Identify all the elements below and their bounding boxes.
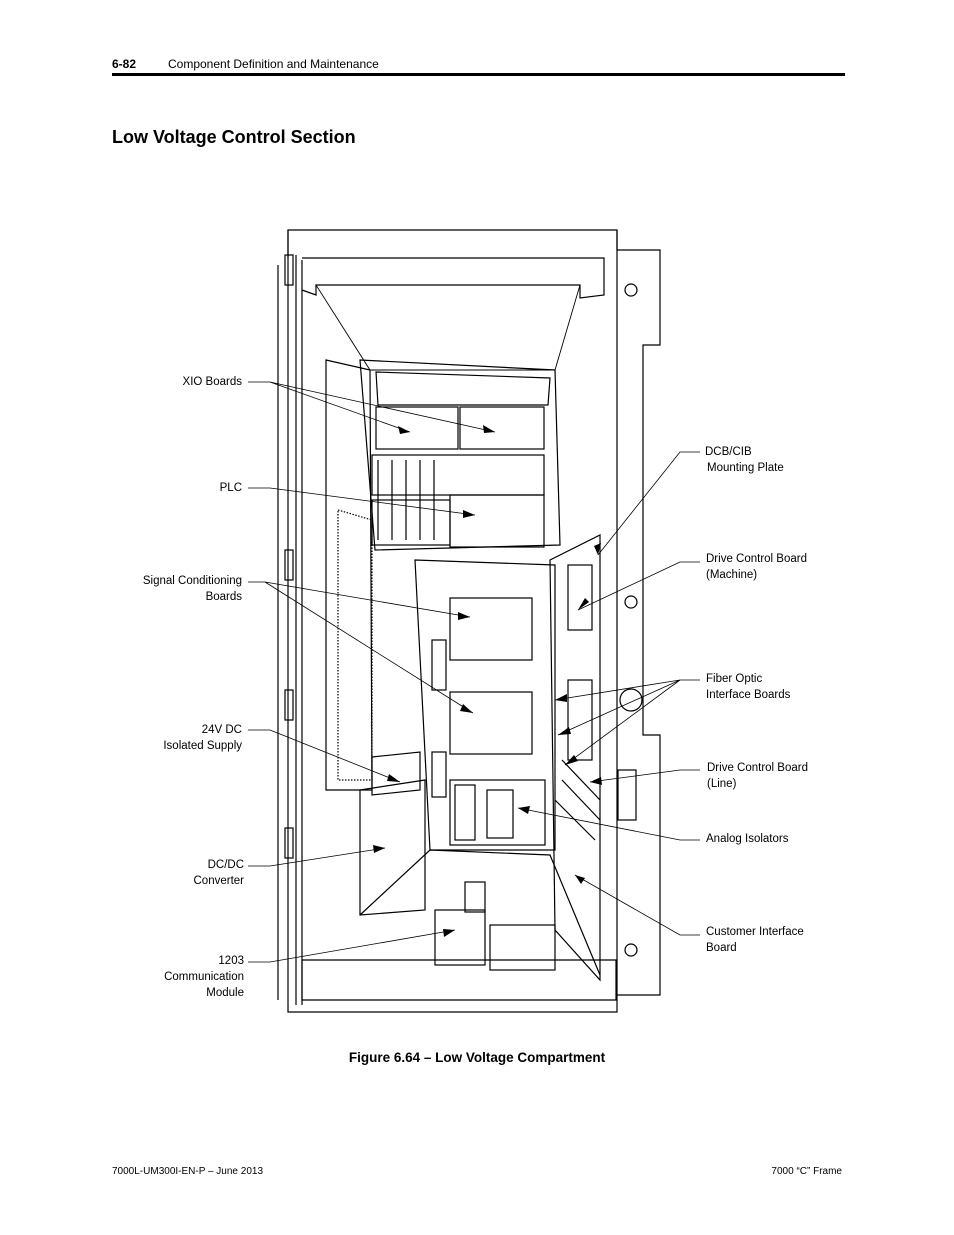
callout-signal-conditioning: Signal Conditioning Boards — [120, 573, 242, 605]
callout-dcb-line-line1: Drive Control Board — [707, 762, 808, 774]
callout-comm-line2: Communication — [164, 971, 244, 983]
section-title: Low Voltage Control Section — [112, 127, 356, 147]
callout-analog-isolators: Analog Isolators — [706, 831, 788, 847]
callout-dcb-cib-line1: DCB/CIB — [705, 446, 752, 458]
callout-24v-supply-line2: Isolated Supply — [163, 740, 242, 752]
callout-dcb-cib-plate: DCB/CIB Mounting Plate — [705, 444, 784, 476]
callout-signal-conditioning-line2: Boards — [205, 591, 242, 603]
chapter-title: Component Definition and Maintenance — [168, 57, 379, 71]
callout-plc: PLC — [140, 480, 242, 496]
footer-frame: 7000 “C” Frame — [771, 1166, 842, 1177]
low-voltage-compartment-drawing — [248, 229, 700, 1013]
callout-fiber-line2: Interface Boards — [706, 689, 791, 701]
callout-cib-line2: Board — [706, 942, 737, 954]
callout-dcb-line-line2: (Line) — [707, 778, 737, 790]
callout-24v-supply-line1: 24V DC — [201, 724, 242, 736]
callout-24v-supply: 24V DC Isolated Supply — [140, 722, 242, 754]
callout-drive-control-line: Drive Control Board (Line) — [707, 760, 808, 792]
callout-fiber-line1: Fiber Optic — [706, 673, 763, 685]
callout-comm-line1: 1203 — [218, 955, 244, 967]
page-number: 6-82 — [112, 57, 137, 71]
callout-communication-module: 1203 Communication Module — [140, 953, 244, 1001]
callout-dcdc-line1: DC/DC — [207, 859, 244, 871]
figure-caption: Figure 6.64 – Low Voltage Compartment — [348, 1050, 606, 1065]
callout-drive-control-machine: Drive Control Board (Machine) — [706, 551, 807, 583]
callout-plc-text: PLC — [219, 482, 242, 494]
callout-cib-line1: Customer Interface — [706, 926, 804, 938]
header-rule — [112, 73, 845, 76]
callout-signal-conditioning-line1: Signal Conditioning — [142, 575, 242, 587]
callout-dcdc-converter: DC/DC Converter — [140, 857, 245, 889]
callout-dcb-machine-line2: (Machine) — [706, 569, 758, 581]
callout-customer-interface: Customer Interface Board — [706, 924, 804, 956]
callout-dcb-cib-line2: Mounting Plate — [707, 462, 784, 474]
callout-fiber-optic: Fiber Optic Interface Boards — [706, 671, 790, 703]
callout-comm-line3: Module — [206, 987, 244, 999]
footer-doc-id: 7000L-UM300I-EN-P – June 2013 — [112, 1166, 264, 1177]
callout-xio-boards: XIO Boards — [140, 374, 242, 390]
callout-dcdc-line2: Converter — [193, 875, 245, 887]
callout-xio-boards-text: XIO Boards — [182, 376, 242, 388]
callout-dcb-machine-line1: Drive Control Board — [706, 553, 807, 565]
callout-analog-isolators-text: Analog Isolators — [706, 833, 789, 845]
